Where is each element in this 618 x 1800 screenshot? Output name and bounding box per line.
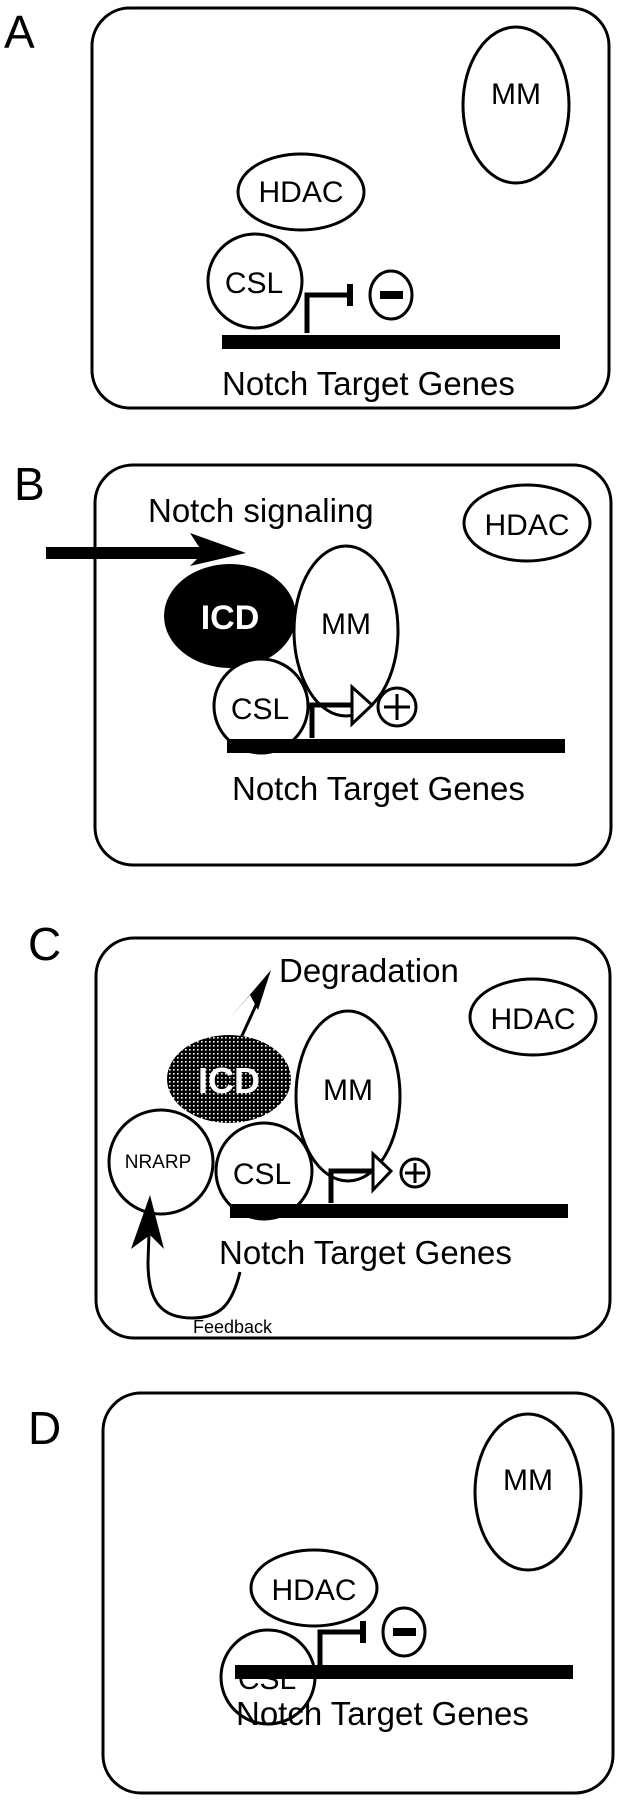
csl-label: CSL	[233, 1158, 291, 1191]
mm-label: MM	[323, 1074, 373, 1107]
csl-circle	[214, 1121, 314, 1221]
mm-label: MM	[503, 1464, 553, 1497]
cell-boundary	[93, 463, 613, 867]
feedback-label: Feedback	[193, 1317, 273, 1337]
promoter-line	[304, 292, 350, 333]
hdac-protein: HDAC	[249, 1548, 379, 1628]
icd-label: ICD	[201, 599, 260, 637]
promoter-line	[328, 1168, 373, 1203]
inhibition-bar-icon	[347, 284, 353, 306]
hdac-protein: HDAC	[468, 977, 598, 1057]
nrarp-protein: NRARP	[107, 1108, 215, 1216]
mm-label: MM	[321, 608, 371, 641]
inhibition-bar-icon	[360, 1621, 366, 1643]
feedback-arrow-icon	[131, 1195, 242, 1320]
gene-label: Notch Target Genes	[236, 1695, 529, 1732]
gene-label: Notch Target Genes	[222, 365, 515, 402]
mm-ellipse	[294, 1009, 402, 1183]
dna-bar	[230, 1204, 568, 1218]
panel-label: D	[28, 1402, 61, 1454]
activation-arrow-icon	[371, 1150, 394, 1194]
hdac-protein: HDAC	[236, 152, 366, 232]
hdac-ellipse	[236, 152, 366, 232]
mm-label: MM	[491, 78, 541, 111]
gene-label: Notch Target Genes	[219, 1234, 512, 1271]
panel-label: B	[14, 458, 45, 510]
hdac-ellipse	[249, 1548, 379, 1628]
icd-protein: ICD	[164, 564, 296, 668]
nrarp-circle	[107, 1108, 215, 1216]
dna-bar	[222, 335, 560, 349]
mm-protein: MM	[294, 1009, 402, 1183]
cell-boundary	[94, 936, 612, 1340]
icd-protein-degraded: ICD	[167, 1035, 291, 1123]
hdac-label: HDAC	[490, 1003, 575, 1036]
cell-boundary	[90, 6, 611, 410]
icd-ellipse	[167, 1035, 291, 1123]
nrarp-label: NRARP	[125, 1152, 192, 1173]
promoter-line	[309, 702, 352, 738]
hdac-label: HDAC	[258, 176, 343, 209]
degradation-label: Degradation	[279, 952, 459, 989]
activation-symbol: +	[309, 683, 418, 738]
mm-protein: MM	[473, 1412, 583, 1572]
dna-bar	[227, 739, 565, 753]
activation-symbol: +	[328, 1150, 431, 1203]
mm-ellipse	[461, 25, 571, 185]
panel-label: A	[4, 6, 35, 58]
hdac-label: HDAC	[271, 1574, 356, 1607]
activation-arrow-icon	[350, 683, 375, 728]
csl-label: CSL	[225, 267, 283, 300]
repression-symbol: −	[317, 1606, 427, 1665]
csl-circle	[206, 232, 304, 330]
gene-label: Notch Target Genes	[232, 770, 525, 807]
icd-ellipse	[164, 564, 296, 668]
csl-protein: CSL	[206, 232, 304, 330]
cell-boundary	[101, 1391, 615, 1795]
dna-bar	[235, 1665, 573, 1679]
mm-ellipse	[473, 1412, 583, 1572]
panel-b: B Notch signaling HDAC ICD MM CSL	[14, 458, 613, 867]
mm-ellipse	[292, 544, 400, 718]
hdac-protein: HDAC	[462, 483, 592, 563]
mm-protein: MM	[461, 25, 571, 185]
hdac-ellipse	[462, 483, 592, 563]
repression-symbol: −	[304, 269, 414, 333]
csl-label: CSL	[231, 693, 289, 726]
hdac-label: HDAC	[484, 509, 569, 542]
notch-signaling-label: Notch signaling	[148, 492, 374, 529]
panel-label: C	[28, 918, 61, 970]
hdac-ellipse	[468, 977, 598, 1057]
notch-signaling-arrow-icon	[46, 533, 246, 566]
csl-protein: CSL	[214, 1121, 314, 1221]
mm-protein: MM	[292, 544, 400, 718]
panel-a: A MM HDAC CSL − Notch Target Genes	[4, 6, 611, 410]
promoter-line	[317, 1629, 362, 1665]
icd-label: ICD	[198, 1060, 260, 1101]
csl-protein: CSL	[212, 657, 310, 755]
panel-c: C Degradation HDAC ICD MM NRARP CSL	[28, 918, 612, 1340]
